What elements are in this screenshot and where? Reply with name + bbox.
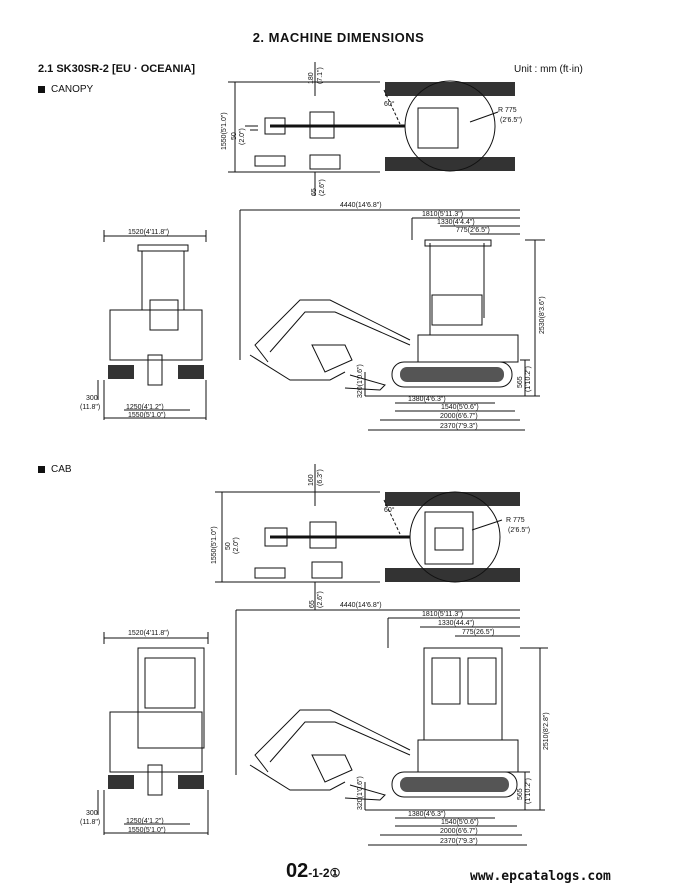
bullet-square-icon [38, 85, 45, 93]
dim-1520: 1520(4'11.8") [128, 229, 169, 236]
cab-dim-160: 160 [308, 474, 315, 486]
page-number: 02-1-2① [286, 860, 340, 883]
cab-dim-r775-ft: (2'6.5") [508, 527, 530, 534]
cab-dim-4440: 4440(14'6.8") [340, 602, 382, 609]
dim-1330: 1330(4'4.4") [437, 219, 475, 226]
cab-dim-300: 300 [86, 810, 98, 817]
dim-r775: R 775 [498, 107, 517, 114]
dim-angle: 60° [384, 100, 395, 108]
canopy-side-view [239, 209, 545, 431]
dim-1540: 1540(5'0.6") [441, 404, 479, 411]
cab-dim-50-ft: (2.0") [233, 537, 240, 554]
cab-drawings: 160 (6.3") 1550(5'1.0") 50 (2.0") 65 (2.… [80, 464, 550, 846]
page-number-sub: -1-2 [308, 866, 330, 880]
dim-565: 565 [517, 376, 524, 388]
cab-dim-320: 320(1'0.6") [357, 776, 364, 810]
dim-4440: 4440(14'6.8") [340, 202, 382, 209]
dim-50: 50 [231, 132, 238, 140]
cab-dim-r775: R 775 [506, 517, 525, 524]
dim-65-ft: (2.6") [319, 179, 326, 196]
dim-320: 320(1'0.6") [357, 364, 364, 398]
dim-1550-front: 1550(5'1.0") [128, 412, 166, 419]
cab-dim-50: 50 [225, 542, 232, 550]
cab-dim-1250: 1250(4'1.2") [126, 818, 164, 825]
dim-r775-ft: (2'6.5") [500, 117, 522, 124]
cab-dim-2510: 2510(8'2.8") [543, 712, 550, 750]
cab-dim-1330: 1330(44.4") [438, 620, 474, 627]
dim-565-ft: (1'10.2") [525, 366, 532, 392]
cab-top-view [215, 464, 520, 610]
cab-dim-65-ft: (2.6") [317, 591, 324, 608]
section-cab: CAB [38, 464, 72, 475]
dim-180-ft: (7.1") [317, 67, 324, 84]
cab-dim-565: 565 [517, 788, 524, 800]
section-cab-label: CAB [51, 464, 72, 475]
bullet-square-icon [38, 465, 45, 473]
dim-2370: 2370(7'9.3") [440, 423, 478, 430]
model-heading: 2.1 SK30SR-2 [EU · OCEANIA] [38, 63, 196, 75]
canopy-drawings: 180 (7.1") 1550(5'1.0") 50 (2.0") 65 (2.… [80, 62, 546, 431]
cab-side-view [235, 609, 548, 846]
cab-dim-1520: 1520(4'11.8") [128, 630, 169, 637]
unit-note: Unit : mm (ft·in) [514, 64, 583, 75]
cab-dim-angle: 60° [384, 506, 395, 514]
cab-dim-160-ft: (6.3") [317, 469, 324, 486]
cab-dim-565-ft: (1'10.2") [525, 778, 532, 804]
dim-65: 65 [311, 188, 318, 196]
section-canopy-label: CANOPY [51, 84, 94, 95]
cab-dim-65: 65 [309, 600, 316, 608]
page-title: 2. MACHINE DIMENSIONS [252, 30, 425, 45]
dim-1380: 1380(4'6.3") [408, 396, 446, 403]
dim-1250: 1250(4'1.2") [126, 404, 164, 411]
canopy-front-view [97, 230, 207, 420]
dim-775: 775(2'6.5") [456, 227, 490, 234]
dim-50-ft: (2.0") [239, 128, 246, 145]
page-number-circled: ① [329, 866, 341, 880]
canopy-labels: 180 (7.1") 1550(5'1.0") 50 (2.0") 65 (2.… [80, 67, 546, 430]
dim-300: 300 [86, 395, 98, 402]
section-canopy: CANOPY [38, 84, 93, 95]
dim-2000: 2000(6'6.7") [440, 413, 478, 420]
cab-dim-775: 775(26.5") [462, 629, 494, 636]
cab-dim-1550: 1550(5'1.0") [211, 526, 218, 564]
cab-front-view [97, 632, 209, 835]
cab-dim-300-ft: (11.8") [80, 819, 100, 826]
page-number-main: 02 [286, 860, 309, 882]
cab-dim-2370: 2370(7'9.3") [440, 838, 478, 845]
cab-dim-1550-front: 1550(5'1.0") [128, 827, 166, 834]
cab-labels: 160 (6.3") 1550(5'1.0") 50 (2.0") 65 (2.… [80, 469, 550, 845]
dim-2530: 2530(8'3.6") [539, 296, 546, 334]
dim-1810: 1810(5'11.3") [422, 211, 463, 218]
cab-dim-1540: 1540(5'0.6") [441, 819, 479, 826]
dim-180: 180 [308, 72, 315, 84]
cab-dim-1380: 1380(4'6.3") [408, 811, 446, 818]
cab-dim-1810: 1810(5'11.3") [422, 611, 463, 618]
canopy-top-view [228, 62, 515, 196]
dim-1550: 1550(5'1.0") [221, 112, 228, 150]
dim-300-ft: (11.8") [80, 404, 100, 411]
cab-dim-2000: 2000(6'6.7") [440, 828, 478, 835]
watermark: www.epcatalogs.com [470, 869, 611, 884]
